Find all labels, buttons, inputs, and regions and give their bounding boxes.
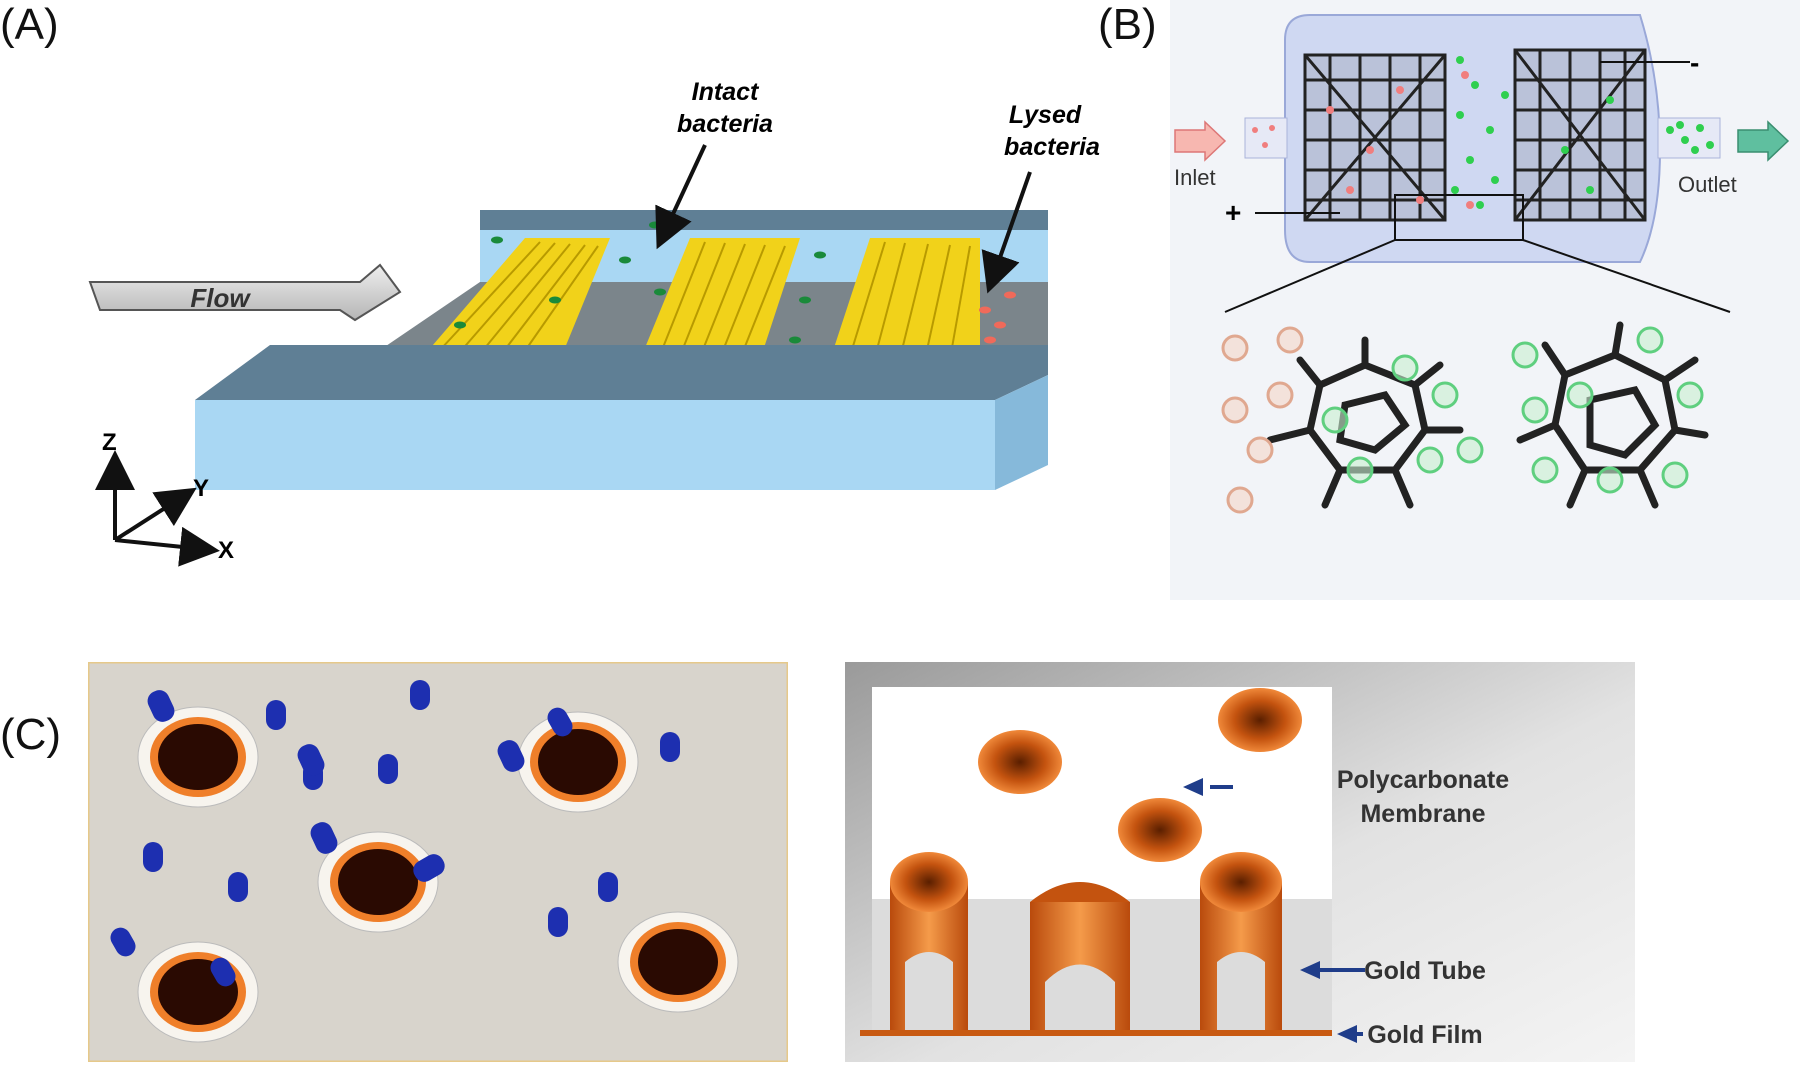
surface-pore-1	[978, 730, 1062, 794]
outlet-label: Outlet	[1678, 172, 1737, 197]
gold-tube-2	[1030, 882, 1130, 1032]
pore-2	[517, 711, 639, 813]
outlet-tube	[1657, 117, 1721, 159]
gold-tube-3	[1200, 852, 1282, 1032]
polycarbonate-label-2: Membrane	[1360, 800, 1485, 828]
gold-film-label: Gold Film	[1367, 1021, 1482, 1049]
green-particles	[1451, 56, 1714, 209]
gold-tube-1	[890, 852, 968, 1032]
surface-pore-2	[1218, 688, 1302, 752]
zoom-line-right	[1522, 239, 1731, 313]
bacteria-group	[110, 680, 680, 987]
axis-z-label: Z	[102, 429, 117, 456]
panel-label-a: (A)	[0, 0, 59, 49]
gold-film	[860, 1030, 1332, 1036]
intact-bacteria-label-2: bacteria	[677, 110, 773, 138]
surface-pore-3	[1118, 798, 1202, 862]
minus-label: -	[1690, 47, 1699, 78]
pore-3	[317, 831, 439, 933]
polycarbonate-arrowhead	[1183, 778, 1203, 796]
zoom-lattice-right	[1516, 321, 1709, 509]
inlet-label: Inlet	[1174, 165, 1216, 190]
pore-5	[617, 911, 739, 1013]
axis-x-label: X	[218, 537, 234, 564]
gold-film-arrowhead	[1337, 1025, 1357, 1043]
polycarbonate-label-1: Polycarbonate	[1337, 766, 1509, 794]
plus-label: +	[1225, 197, 1241, 228]
axis-triad	[95, 450, 220, 567]
electrode-band-2	[640, 238, 800, 360]
panel-label-c: (C)	[0, 710, 62, 759]
electrode-band-1	[420, 238, 610, 360]
lysed-bacteria-label-2: bacteria	[1004, 133, 1100, 161]
red-particles	[1252, 71, 1474, 209]
zoom-lattice-left	[1266, 336, 1464, 509]
zoom-particles	[1321, 326, 1704, 494]
inlet-arrow	[1174, 120, 1227, 162]
pore-1	[137, 706, 259, 808]
panel-a-diagram: Flow Intact bacteria Lysed bacteria Z Y …	[88, 78, 1100, 567]
lysed-pointer-arrow	[981, 171, 1032, 294]
membrane-pores	[137, 706, 739, 1043]
outlet-arrow	[1737, 120, 1790, 162]
channel-front-wall	[195, 345, 1048, 490]
gold-tube-label: Gold Tube	[1364, 957, 1486, 985]
zoom-line-left	[1224, 239, 1396, 313]
electrode-lattice-right	[1513, 48, 1647, 222]
intact-bacteria-label-1: Intact	[692, 78, 760, 106]
zoom-box	[1394, 194, 1524, 241]
gold-tube-arrowhead	[1300, 961, 1320, 979]
pore-4	[137, 941, 259, 1043]
panel-c-right-diagram: Polycarbonate Membrane Gold Tube Gold Fi…	[845, 662, 1635, 1062]
zoom-lysed-particles	[1221, 326, 1304, 514]
electrode-band-3	[830, 238, 980, 360]
flow-label: Flow	[190, 283, 251, 313]
lysed-bacteria-label-1: Lysed	[1009, 101, 1082, 129]
panel-c-left-diagram	[88, 662, 788, 1062]
electrode-lattice-left	[1303, 53, 1447, 222]
flow-arrow	[88, 263, 402, 322]
axis-y-label: Y	[193, 475, 209, 502]
panel-b-diagram: Inlet Outlet - +	[1170, 0, 1800, 600]
inlet-tube	[1244, 117, 1288, 159]
panel-label-b: (B)	[1098, 0, 1157, 49]
intact-pointer-arrow	[655, 144, 707, 250]
